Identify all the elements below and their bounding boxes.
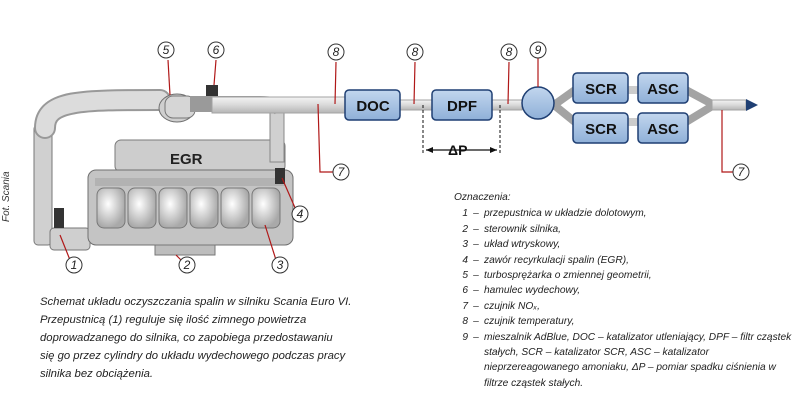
cylinders [96, 187, 281, 229]
svg-text:1: 1 [71, 258, 78, 272]
doc-box: DOC [344, 89, 401, 121]
exhaust-pipe-segment [628, 86, 638, 94]
legend-item: 1–przepustnica w układzie dolotowym, [462, 208, 647, 220]
exhaust-split [551, 86, 578, 126]
callout-7-downstream: 7 [732, 163, 750, 181]
callout-8-doc-inlet: 8 [327, 43, 345, 61]
exhaust-flow-arrow [746, 99, 758, 111]
legend-item: 3–układ wtryskowy, [462, 239, 561, 251]
exhaust-pipe-segment [211, 96, 348, 114]
callout-1: 1 [65, 256, 83, 274]
legend-item: 4–zawór recyrkulacji spalin (EGR), [462, 254, 629, 266]
legend-item: 6–hamulec wydechowy, [462, 285, 581, 297]
adblue-mixer [521, 86, 555, 120]
svg-text:5: 5 [163, 43, 170, 57]
figure-caption: Schemat układu oczyszczania spalin w sil… [40, 293, 385, 383]
callout-8-dpf-outlet: 8 [500, 43, 518, 61]
engine-ecu [154, 244, 216, 256]
doc-label: DOC [356, 98, 390, 115]
callout-6: 6 [207, 41, 225, 59]
legend-title: Oznaczenia: [454, 192, 511, 203]
caption-line: się go przez cylindry do układu wydechow… [40, 350, 346, 362]
caption-line: doprowadzanego do silnika, co zapobiega … [40, 332, 333, 344]
callout-3: 3 [271, 256, 289, 274]
callout-leaders [59, 58, 735, 263]
cylinder [220, 187, 250, 229]
engine: EGR [33, 85, 294, 256]
svg-text:7: 7 [338, 165, 346, 179]
exhaust-pipe-segment [399, 99, 436, 111]
caption-line: Schemat układu oczyszczania spalin w sil… [40, 296, 352, 308]
exhaust-merge [683, 86, 717, 126]
legend-list: 1–przepustnica w układzie dolotowym, 2–s… [454, 206, 794, 391]
callout-5: 5 [157, 41, 175, 59]
callout-4: 4 [291, 205, 309, 223]
legend-item: 9–mieszalnik AdBlue, DOC – katalizator u… [462, 331, 792, 389]
svg-text:8: 8 [333, 45, 340, 59]
asc-top-box: ASC [637, 72, 689, 104]
cylinder [251, 187, 281, 229]
callout-9: 9 [529, 41, 547, 59]
svg-text:2: 2 [183, 258, 191, 272]
callout-8-dpf-inlet: 8 [406, 43, 424, 61]
asc-top-label: ASC [647, 81, 679, 98]
cylinder [127, 187, 157, 229]
intake-pipe [36, 91, 169, 137]
exhaust-pipe-segment [628, 118, 638, 126]
svg-text:8: 8 [412, 45, 419, 59]
photo-credit: Fot. Scania [1, 171, 12, 222]
exhaust-outlet-pipe [711, 99, 747, 111]
dpf-box: DPF [431, 89, 493, 121]
exhaust-pipe-segment [491, 99, 523, 111]
egr-valve [275, 168, 285, 184]
intake-manifold [33, 124, 53, 246]
legend-item: 8–czujnik temperatury, [462, 316, 575, 328]
intake-throttle-housing [49, 227, 91, 251]
scr-bottom-box: SCR [572, 112, 629, 144]
scr-bottom-label: SCR [585, 121, 617, 138]
scr-top-label: SCR [585, 81, 617, 98]
legend-item: 5–turbosprężarka o zmiennej geometrii, [462, 270, 652, 282]
callout-7-upstream: 7 [332, 163, 350, 181]
svg-text:7: 7 [738, 165, 746, 179]
dpf-label: DPF [447, 98, 477, 115]
cylinder [158, 187, 188, 229]
delta-p-label: ΔP [448, 142, 467, 158]
svg-text:8: 8 [506, 45, 513, 59]
caption-line: Przepustnicą (1) reguluje się ilość zimn… [40, 314, 307, 326]
legend-item: 2–sterownik silnika, [462, 223, 561, 235]
egr-label: EGR [170, 151, 203, 168]
asc-bottom-box: ASC [637, 112, 689, 144]
cylinder [189, 187, 219, 229]
delta-p-measurement: ΔP [422, 105, 501, 158]
scr-top-box: SCR [572, 72, 629, 104]
svg-text:9: 9 [535, 43, 542, 57]
caption-line: silnika bez obciążenia. [40, 368, 154, 380]
svg-text:4: 4 [297, 207, 304, 221]
svg-text:3: 3 [277, 258, 284, 272]
svg-text:6: 6 [213, 43, 220, 57]
callouts: 5 6 8 8 8 9 7 7 [65, 41, 750, 274]
asc-bottom-label: ASC [647, 121, 679, 138]
cylinder [96, 187, 126, 229]
engine-rail [95, 178, 285, 186]
exhaust-line [190, 86, 758, 126]
legend-item: 7–czujnik NOₓ, [462, 300, 540, 312]
legend: Oznaczenia: 1–przepustnica w układzie do… [454, 190, 794, 391]
throttle-actuator [54, 208, 64, 228]
callout-2: 2 [178, 256, 196, 274]
